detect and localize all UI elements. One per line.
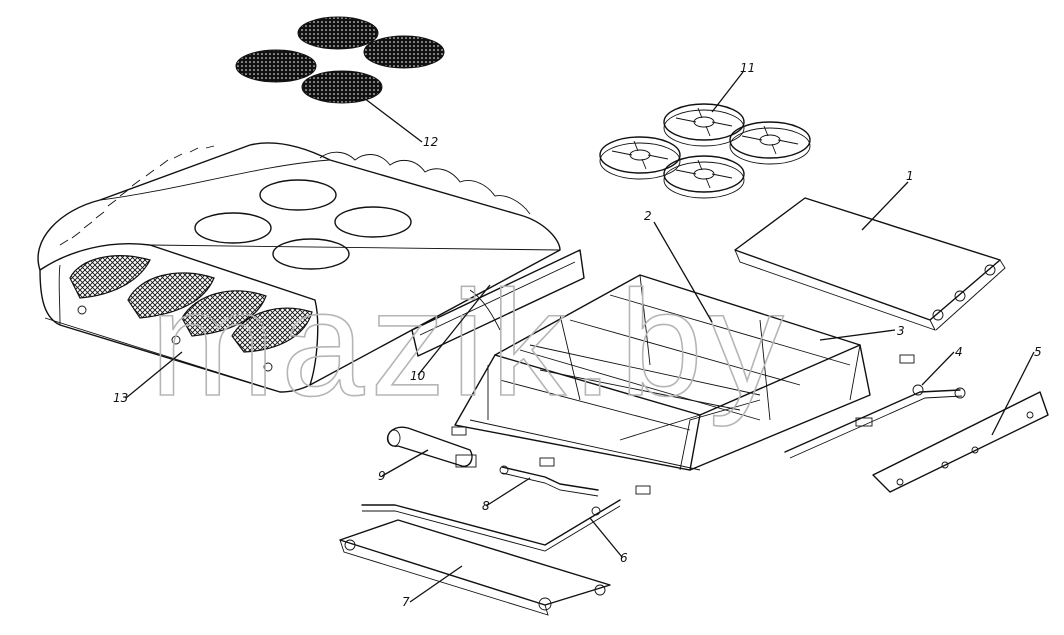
filter-pads	[235, 16, 445, 104]
side-panel	[411, 249, 585, 357]
callout-7: 7	[402, 595, 410, 609]
pipe-6	[361, 499, 621, 552]
callout-11: 11	[740, 61, 755, 75]
bracket-plate	[872, 391, 1049, 493]
callout-13: 13	[113, 391, 128, 405]
watermark: mazik.by	[150, 259, 790, 427]
hose-8	[499, 465, 599, 497]
evaporator-panel	[339, 519, 611, 616]
callout-5: 5	[1034, 345, 1042, 359]
leader-lines	[125, 71, 1035, 603]
callout-3: 3	[897, 324, 905, 338]
callout-6: 6	[620, 551, 628, 565]
callouts: 1 2 3 4 5 6 7 8 9 10 11 12 13	[113, 61, 1042, 609]
receiver-drier	[386, 426, 477, 468]
callout-9: 9	[378, 469, 386, 483]
fan-assembly	[599, 103, 811, 199]
condenser-panel	[734, 197, 1006, 331]
top-cover	[37, 142, 561, 393]
pipe-assembly	[784, 384, 966, 459]
callout-4: 4	[955, 345, 963, 359]
main-frame	[451, 274, 915, 495]
callout-8: 8	[482, 499, 490, 513]
callout-12: 12	[423, 135, 438, 149]
callout-10: 10	[410, 369, 426, 383]
callout-1: 1	[906, 169, 914, 183]
callout-2: 2	[644, 209, 652, 223]
